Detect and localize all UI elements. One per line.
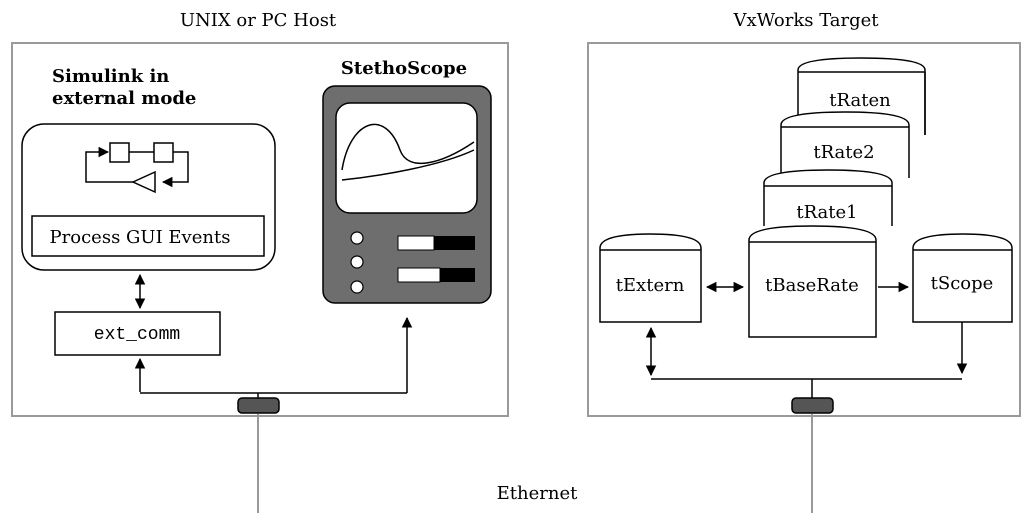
simulink-label-line2: external mode — [52, 88, 196, 109]
task-textern-label: tExtern — [616, 275, 685, 296]
task-trate1-label: tRate1 — [796, 202, 857, 223]
target-network-connector — [791, 397, 834, 414]
simulink-label-line1: Simulink in — [52, 66, 169, 87]
ext-comm-box — [54, 311, 221, 356]
task-tbaserate — [748, 225, 877, 338]
stethoscope-monitor-icon — [322, 85, 492, 304]
task-trate2 — [780, 111, 910, 178]
ethernet-label: Ethernet — [497, 483, 578, 504]
block-diagram-icon — [85, 142, 189, 194]
target-title: VxWorks Target — [732, 10, 879, 31]
scope-title: StethoScope — [341, 58, 467, 79]
task-textern — [599, 233, 702, 323]
host-network-connector — [237, 397, 280, 414]
task-tscope-label: tScope — [931, 273, 994, 294]
task-trate1 — [763, 169, 893, 226]
task-traten-label: tRaten — [829, 90, 891, 111]
process-gui-box — [31, 215, 265, 257]
task-trate2-label: tRate2 — [813, 142, 874, 163]
process-gui-label: Process GUI Events — [50, 227, 231, 248]
task-tscope — [912, 233, 1013, 323]
ext-comm-label: ext_comm — [94, 325, 180, 345]
task-tbaserate-label: tBaseRate — [765, 275, 859, 296]
host-title: UNIX or PC Host — [180, 10, 337, 31]
